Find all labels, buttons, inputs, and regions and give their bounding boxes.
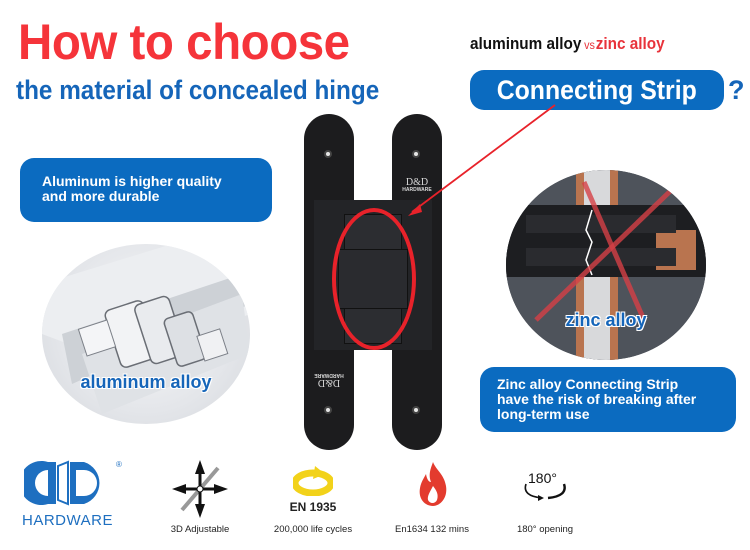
screw-hole-icon bbox=[412, 150, 420, 158]
screw-hole-icon bbox=[412, 406, 420, 414]
feature-fire-rating: En1634 132 mins bbox=[392, 462, 472, 538]
subtitle: the material of concealed hinge bbox=[16, 75, 380, 105]
feature-label: 3D Adjustable bbox=[170, 524, 230, 535]
screw-hole-icon bbox=[324, 150, 332, 158]
feature-en1935: EN 1935 200,000 life cycles bbox=[268, 458, 358, 538]
comparison-zinc: zinc alloy bbox=[595, 34, 665, 53]
feature-label: En1634 132 mins bbox=[395, 524, 469, 535]
connecting-strip-badge: Connecting Strip bbox=[470, 70, 724, 110]
comparison-vs: vs bbox=[584, 38, 595, 52]
3d-adjust-arrows-icon bbox=[172, 460, 228, 518]
comparison-aluminum: aluminum alloy bbox=[470, 34, 582, 53]
registered-mark: ® bbox=[116, 460, 122, 469]
highlight-ellipse bbox=[332, 208, 416, 350]
rotate-180-icon bbox=[524, 483, 566, 501]
zinc-strip-image: zinc alloy bbox=[506, 170, 706, 360]
concealed-hinge-product: D&D HARDWARE D&D HARDWARE bbox=[294, 114, 454, 450]
aluminum-strip-image: aluminum alloy bbox=[42, 244, 250, 424]
zinc-callout-line3: long-term use bbox=[497, 406, 590, 422]
feature-label: 200,000 life cycles bbox=[273, 524, 353, 535]
aluminum-callout-line1: Aluminum is higher quality bbox=[42, 173, 222, 189]
aluminum-callout-line2: and more durable bbox=[42, 188, 160, 204]
screw-hole-icon bbox=[324, 406, 332, 414]
aluminum-alloy-label: aluminum alloy bbox=[80, 372, 212, 392]
zinc-callout: Zinc alloy Connecting Strip have the ris… bbox=[480, 367, 736, 432]
zinc-hinge-illustration bbox=[506, 170, 706, 360]
zinc-alloy-label: zinc alloy bbox=[565, 310, 647, 330]
aluminum-hinge-illustration bbox=[42, 244, 250, 414]
hinge-brand-top: D&D HARDWARE bbox=[402, 177, 432, 193]
zinc-callout-line2: have the risk of breaking after bbox=[497, 391, 697, 407]
flame-icon bbox=[419, 462, 447, 506]
page-title: How to choose bbox=[18, 14, 350, 70]
feature-180-opening: 180° 180° opening bbox=[510, 470, 580, 538]
cycle-arrow-icon bbox=[293, 466, 333, 496]
question-mark: ? bbox=[728, 75, 745, 105]
brand-logo: ® HARDWARE bbox=[22, 460, 122, 530]
hinge-brand-bottom: D&D HARDWARE bbox=[314, 372, 344, 388]
feature-title: 180° bbox=[528, 470, 557, 486]
dd-logo-icon bbox=[24, 460, 100, 506]
feature-label: 180° opening bbox=[516, 524, 574, 535]
aluminum-callout: Aluminum is higher quality and more dura… bbox=[20, 158, 272, 222]
pointer-arrow-icon bbox=[408, 104, 556, 216]
feature-title: EN 1935 bbox=[289, 500, 337, 514]
zinc-callout-line1: Zinc alloy Connecting Strip bbox=[497, 376, 679, 392]
feature-3d-adjustable: 3D Adjustable bbox=[165, 458, 235, 538]
brand-name: HARDWARE bbox=[22, 512, 113, 529]
